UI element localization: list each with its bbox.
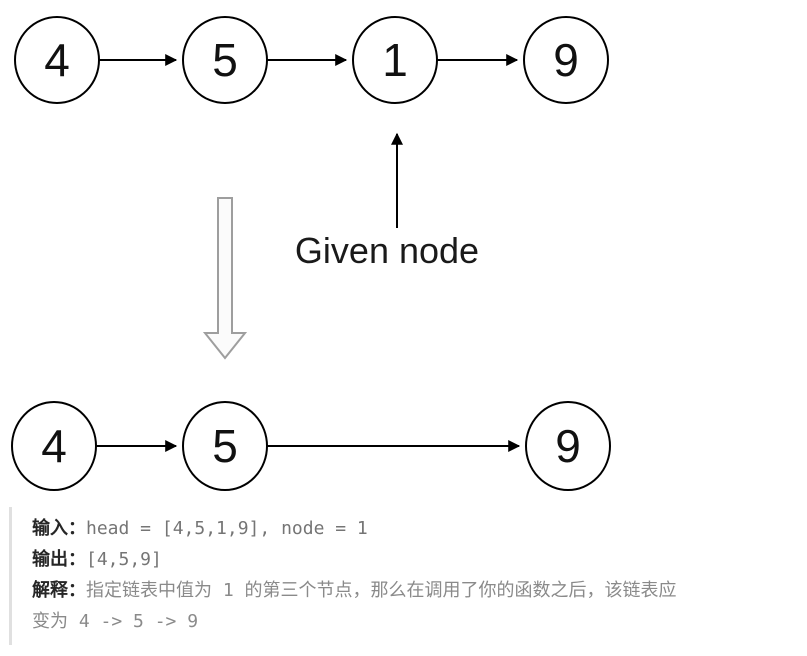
- node-circle-9: [525, 401, 611, 491]
- node-value: 4: [44, 34, 70, 86]
- node-value: 5: [212, 420, 238, 472]
- example-input-line: 输入：head = [4,5,1,9], node = 1: [32, 513, 807, 544]
- example-explanation-line-1: 解释：指定链表中值为 1 的第三个节点，那么在调用了你的函数之后，该链表应: [32, 575, 807, 606]
- linked-list-diagram: 4 5 1 9 Given node 4 5 9: [11, 16, 611, 491]
- node-value: 9: [553, 34, 579, 86]
- node-circle-9: [523, 16, 609, 104]
- example-explanation-line-2: 变为 4 -> 5 -> 9: [32, 606, 807, 637]
- output-value: [4,5,9]: [86, 549, 162, 570]
- example-output-line: 输出：[4,5,9]: [32, 544, 807, 575]
- top-linked-list: 4 5 1 9: [14, 16, 609, 104]
- output-label: 输出：: [32, 549, 86, 569]
- explanation-label: 解释：: [32, 580, 86, 600]
- input-label: 输入：: [32, 518, 86, 538]
- given-node-label: Given node: [295, 230, 479, 271]
- bottom-linked-list: 4 5 9: [11, 401, 611, 491]
- transform-down-arrow: [202, 197, 248, 360]
- node-value: 5: [212, 34, 238, 86]
- input-value: head = [4,5,1,9], node = 1: [86, 518, 368, 539]
- explanation-text-2: 变为 4 -> 5 -> 9: [32, 611, 199, 632]
- example-block: 输入：head = [4,5,1,9], node = 1 输出：[4,5,9]…: [9, 507, 807, 645]
- diagram-svg: 4 5 1 9 Given node 4 5 9: [11, 16, 611, 491]
- node-value: 9: [555, 420, 581, 472]
- explanation-text-1: 指定链表中值为 1 的第三个节点，那么在调用了你的函数之后，该链表应: [86, 580, 677, 601]
- node-value: 1: [382, 34, 408, 86]
- node-value: 4: [41, 420, 67, 472]
